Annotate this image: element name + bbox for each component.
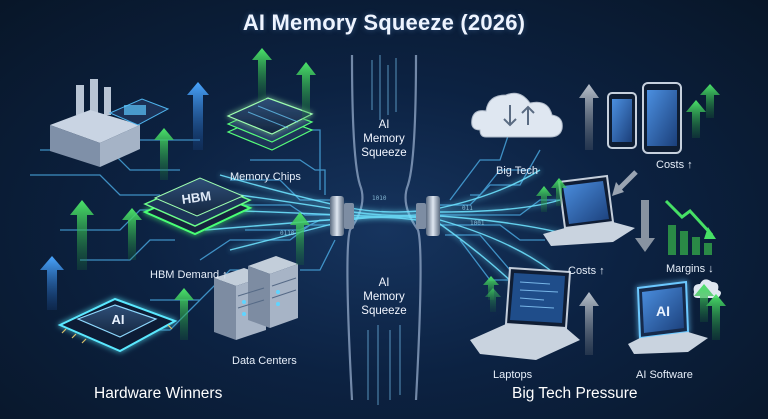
- svg-text:011: 011: [462, 205, 473, 212]
- label-line: Squeeze: [361, 147, 407, 159]
- arrow-up-icon: [686, 100, 706, 138]
- left-up-arrows: [40, 48, 316, 340]
- pipe-connector-left: [330, 196, 354, 236]
- laptop-bottom-icon: [470, 266, 580, 360]
- label-line: AI: [378, 277, 390, 289]
- arrow-up-icon: [536, 186, 552, 212]
- margins-label: Margins ↓: [666, 263, 714, 275]
- label-line: Squeeze: [361, 305, 407, 317]
- laptops-label: Laptops: [493, 369, 533, 381]
- ai-software-label: AI Software: [636, 369, 693, 381]
- page-title: AI Memory Squeeze (2026): [242, 10, 526, 35]
- cloud-icon: [471, 92, 563, 138]
- arrow-up-icon: [700, 84, 720, 118]
- memory-chips-icon: [226, 97, 314, 151]
- arrow-up-icon: [154, 128, 174, 180]
- arrow-up-icon: [290, 212, 310, 265]
- label-line: AI: [378, 119, 390, 131]
- arrow-up-icon: [40, 256, 64, 310]
- center-bottom-label: AI Memory Squeeze: [350, 276, 418, 318]
- hbm-demand-label: HBM Demand ↑: [150, 269, 228, 281]
- center-top-label: AI Memory Squeeze: [350, 118, 418, 160]
- arrow-up-icon: [252, 48, 272, 100]
- right-arrows: [483, 84, 726, 355]
- hbm-chip-icon: HBM: [142, 177, 253, 236]
- arrow-up-icon: [483, 276, 499, 300]
- arrow-up-icon: [122, 208, 142, 260]
- costs-top-label: Costs ↑: [656, 159, 693, 171]
- pipe-connector-right: [416, 196, 440, 236]
- ai-chip-text: AI: [112, 312, 125, 327]
- svg-text:1001: 1001: [470, 220, 485, 227]
- arrow-up-icon: [694, 284, 714, 322]
- arrow-up-icon: [296, 62, 316, 120]
- data-center-racks-icon: [214, 256, 298, 340]
- laptop-mid-icon: [543, 174, 635, 246]
- margins-chart-icon: [664, 199, 716, 255]
- right-circuit-traces: [440, 129, 560, 281]
- ai-software-icon: AI: [628, 279, 721, 354]
- arrow-diagonal-icon: [618, 170, 638, 190]
- big-tech-label: Big Tech: [496, 165, 538, 177]
- memory-chips-label: Memory Chips: [230, 171, 301, 183]
- costs-mid-label: Costs ↑: [568, 265, 605, 277]
- arrow-up-icon: [579, 84, 599, 150]
- label-line: Memory: [363, 133, 405, 145]
- arrow-up-icon: [706, 294, 726, 340]
- factory-icon: [50, 79, 170, 167]
- hbm-text: HBM: [181, 188, 212, 207]
- hardware-winners-label: Hardware Winners: [94, 385, 223, 402]
- arrow-up-icon: [551, 178, 567, 206]
- ai-soft-text: AI: [656, 303, 670, 319]
- central-funnel: 1010 011 1001 0110: [199, 54, 571, 405]
- arrow-up-icon: [579, 292, 599, 355]
- arrow-up-icon: [70, 200, 94, 270]
- smartphones-icon: [607, 82, 682, 154]
- arrow-up-icon: [187, 82, 209, 150]
- ai-chip-icon: AI: [57, 297, 178, 353]
- label-line: Memory: [363, 291, 405, 303]
- data-centers-label: Data Centers: [232, 355, 297, 367]
- svg-text:0110: 0110: [280, 230, 295, 237]
- svg-text:1010: 1010: [372, 195, 387, 202]
- big-tech-pressure-label: Big Tech Pressure: [512, 385, 638, 402]
- arrow-up-icon: [174, 288, 194, 340]
- arrow-down-icon: [635, 200, 655, 252]
